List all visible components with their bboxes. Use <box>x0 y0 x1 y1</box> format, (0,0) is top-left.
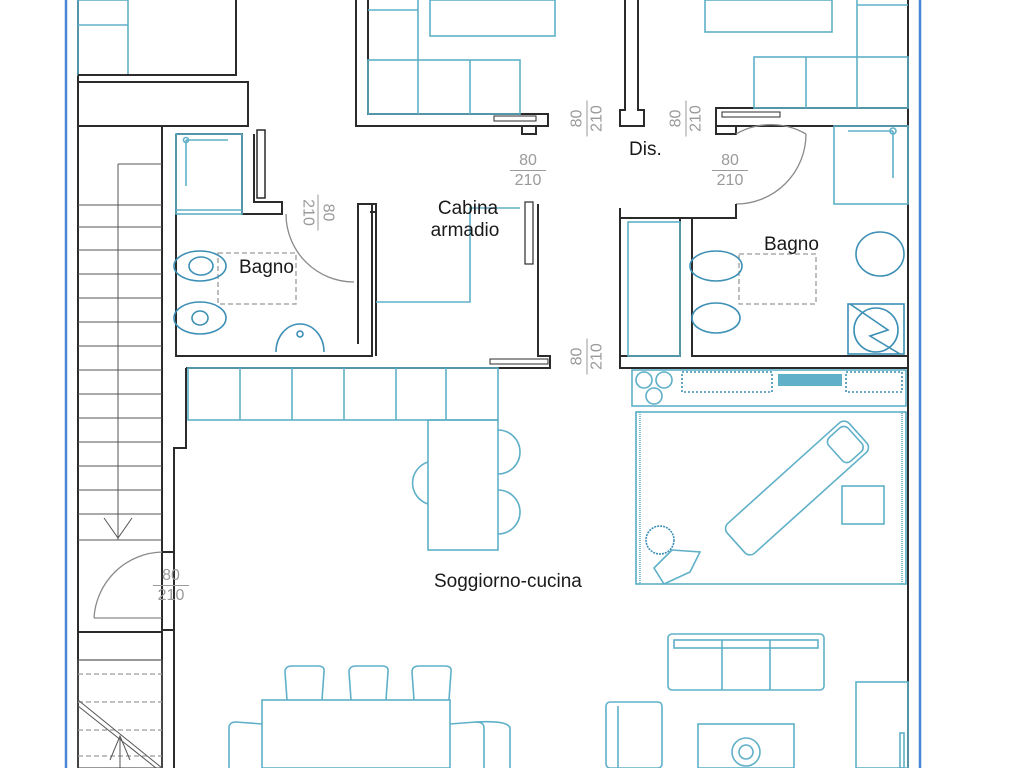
media-unit <box>631 369 907 407</box>
room-label-dis: Dis. <box>629 139 662 160</box>
shower-right <box>833 125 909 205</box>
washing-machine <box>847 303 905 355</box>
room-label-cabina-armadio: Cabina armadio <box>428 198 508 242</box>
staircase-upper <box>78 163 162 541</box>
chaise-longue <box>724 420 870 556</box>
bath-mat-right <box>738 253 817 305</box>
room-label-bagno-right: Bagno <box>764 234 819 255</box>
plant <box>645 525 702 586</box>
kitchen-island <box>427 419 499 551</box>
kitchen-counter <box>187 367 499 421</box>
rug <box>635 411 907 585</box>
wardrobe-top-left <box>77 0 129 76</box>
sink-right <box>855 231 905 277</box>
shower-left <box>175 133 243 215</box>
sink-left <box>275 323 325 353</box>
dining-table <box>228 665 511 768</box>
wardrobe-shelf <box>376 207 520 303</box>
bidet-right <box>689 250 743 282</box>
cabinet-right <box>627 221 681 357</box>
toilet-left <box>173 301 227 335</box>
room-label-cabina-line1: Cabina <box>437 198 499 219</box>
room-label-cabina-line2: armadio <box>430 220 500 241</box>
bed-top-right <box>704 0 833 33</box>
wall-stub-dis <box>619 0 645 127</box>
bath-mat-left <box>217 252 297 305</box>
coffee-table <box>697 723 795 768</box>
sofa <box>667 633 825 691</box>
staircase-lower <box>77 659 163 768</box>
entrance-door-swing <box>93 551 163 619</box>
cabinet-bottom-right <box>855 681 909 768</box>
bidet-left <box>173 250 227 282</box>
toilet-right <box>691 302 741 334</box>
room-label-soggiorno-cucina: Soggiorno-cucina <box>434 571 582 592</box>
room-label-bagno-left: Bagno <box>239 257 294 278</box>
armchair <box>605 701 663 768</box>
side-table <box>841 485 885 525</box>
bed-top-center <box>429 0 556 37</box>
